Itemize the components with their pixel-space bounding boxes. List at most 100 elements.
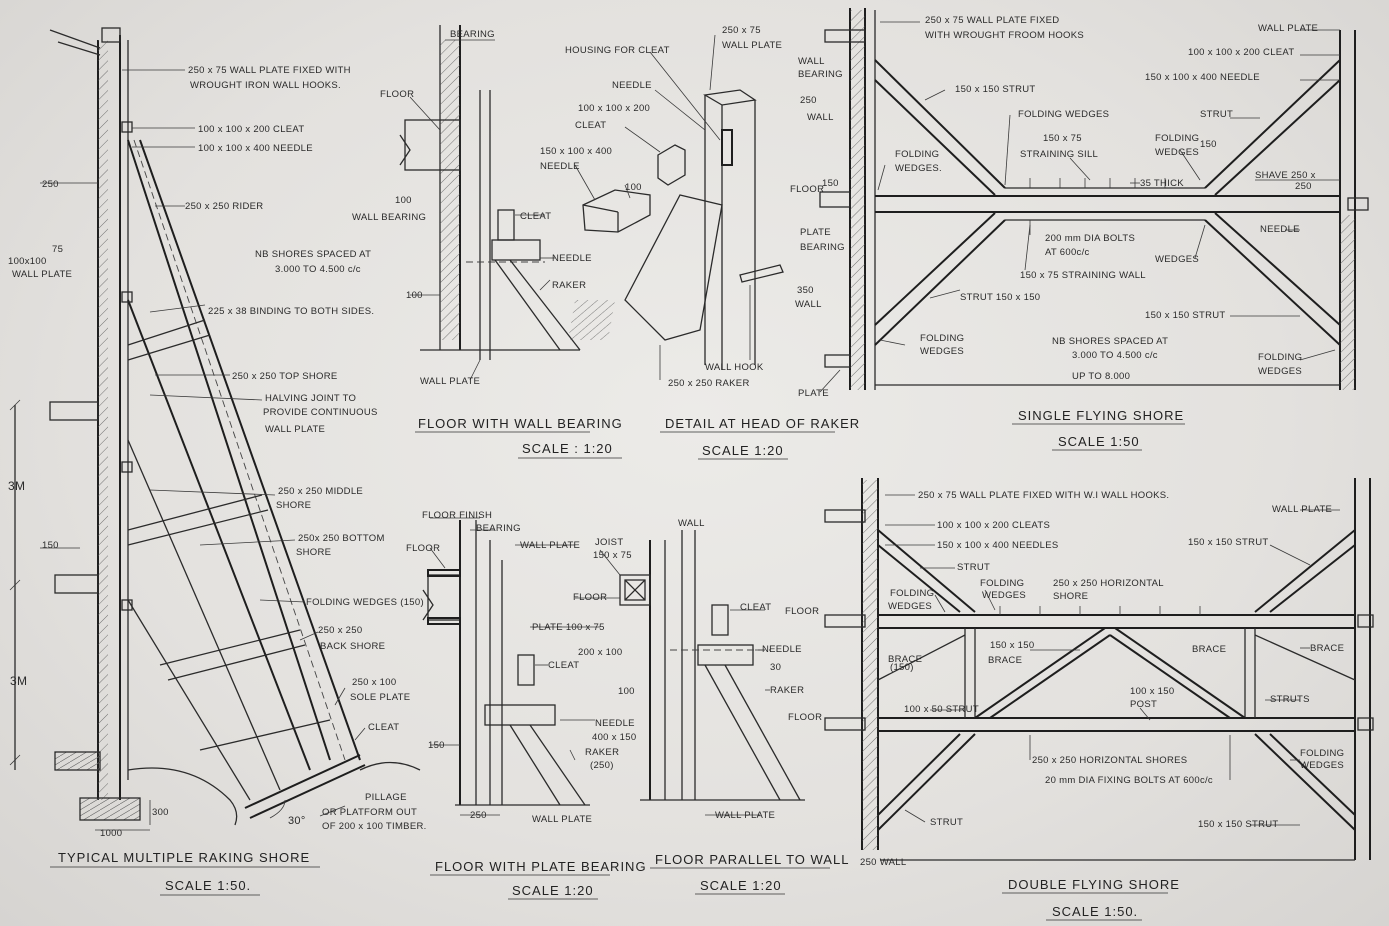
sfs-plate: PLATE [800, 227, 831, 238]
raking-middle-1: 250 x 250 MIDDLE [278, 486, 363, 497]
raking-scale: SCALE 1:50. [165, 878, 251, 893]
sfs-folding-l-1: FOLDING [895, 149, 939, 160]
sfs-bolts-1: 200 mm DIA BOLTS [1045, 233, 1135, 244]
raking-halving-2: PROVIDE CONTINUOUS [263, 407, 378, 418]
dfs-strut-l: 100 x 50 STRUT [904, 704, 979, 715]
sfs-strut-top: 150 x 150 STRUT [955, 84, 1036, 95]
raking-middle-2: SHORE [276, 500, 311, 511]
dfs-brace-r: BRACE [1192, 644, 1226, 655]
raking-nb-1: NB SHORES SPACED AT [255, 249, 371, 260]
sfs-folding-bl-1: FOLDING [920, 333, 964, 344]
sfs-plate-b: PLATE [798, 388, 829, 399]
sfs-nb-2: 3.000 TO 4.500 c/c [1072, 350, 1158, 361]
raking-sole-1: 250 x 100 [352, 677, 396, 688]
raking-pillage: PILLAGE [365, 792, 407, 803]
raking-angle: 30° [288, 815, 306, 827]
fpw-scale: SCALE 1:20 [700, 878, 782, 893]
raking-back-1: 250 x 250 [318, 625, 362, 636]
double-flying-shore-drawing [824, 478, 1374, 861]
sfs-shave-2: 250 [1295, 181, 1312, 192]
hr-needle-size: 150 x 100 x 400 [540, 146, 612, 157]
fwb-floor: FLOOR [380, 89, 414, 100]
fwb-scale: SCALE : 1:20 [522, 441, 613, 456]
head-of-raker-drawing [568, 34, 784, 380]
dfs-plate-fixed: 250 x 75 WALL PLATE FIXED WITH W.I WALL … [918, 490, 1169, 501]
hr-needle-2: NEEDLE [540, 161, 580, 172]
raking-bottom-1: 250x 250 BOTTOM [298, 533, 385, 544]
hr-needle: NEEDLE [612, 80, 652, 91]
raking-needle-label: 100 x 100 x 400 NEEDLE [198, 143, 313, 154]
dfs-strut: STRUT [957, 562, 990, 573]
raking-cleat-2: CLEAT [368, 722, 399, 733]
fpb-plate: PLATE 100 x 75 [532, 622, 605, 633]
fpb-floor-finish: FLOOR FINISH [422, 510, 492, 521]
single-flying-shore-drawing [819, 8, 1369, 393]
sfs-wall-350: WALL [795, 299, 822, 310]
raking-dim-1000: 1000 [100, 828, 122, 839]
raking-dim-75: 75 [52, 244, 63, 255]
sfs-folding-r-1: FOLDING [1155, 133, 1199, 144]
fwb-bearing: BEARING [450, 29, 495, 40]
dfs-strut-br: 150 x 150 STRUT [1198, 819, 1279, 830]
raking-dim-3m-a: 3M [8, 479, 25, 493]
fpw-floor: FLOOR [573, 592, 607, 603]
fpw-dim-30: 30 [770, 662, 781, 673]
sfs-scale: SCALE 1:50 [1058, 434, 1140, 449]
fpw-joist-1: JOIST [595, 537, 623, 548]
raking-halving-3: WALL PLATE [265, 424, 325, 435]
raking-platform-2: OF 200 x 100 TIMBER. [322, 821, 427, 832]
raking-folding-label: FOLDING WEDGES (150) [306, 597, 424, 608]
sfs-plate-fixed-2: WITH WROUGHT FROOM HOOKS [925, 30, 1084, 41]
sfs-needle-r: 150 x 100 x 400 NEEDLE [1145, 72, 1260, 83]
fpb-needle-1: NEEDLE [595, 718, 635, 729]
fpb-wall-plate: WALL PLATE [520, 540, 580, 551]
dfs-folding-m-1: FOLDING [980, 578, 1024, 589]
dfs-post-2: POST [1130, 699, 1157, 710]
raking-wallplate-word: WALL PLATE [12, 269, 72, 280]
fpb-title: FLOOR WITH PLATE BEARING [435, 859, 647, 874]
raking-dim-250: 250 [42, 179, 59, 190]
hr-scale: SCALE 1:20 [702, 443, 784, 458]
sfs-straining-sill: STRAINING SILL [1020, 149, 1098, 160]
fpw-floor-r: FLOOR [785, 606, 819, 617]
fpb-floor: FLOOR [406, 543, 440, 554]
sfs-floor: FLOOR [790, 184, 824, 195]
raking-nb-2: 3.000 TO 4.500 c/c [275, 264, 361, 275]
raking-title: TYPICAL MULTIPLE RAKING SHORE [58, 850, 310, 865]
fpw-dim-200: 200 x 100 [578, 647, 622, 658]
raking-shore-drawing [9, 27, 421, 831]
fwb-wall-bearing: WALL BEARING [352, 212, 426, 223]
sfs-wall-250: WALL [807, 112, 834, 123]
raking-wall-plate-label: 250 x 75 WALL PLATE FIXED WITH [188, 65, 351, 76]
hr-wallplate-size: 250 x 75 [722, 25, 761, 36]
fwb-dim-100b: 100 [406, 290, 423, 301]
hr-housing: HOUSING FOR CLEAT [565, 45, 670, 56]
fwb-raker: RAKER [552, 280, 586, 291]
sfs-dim-250: 250 [800, 95, 817, 106]
sfs-straining-wall: 150 x 75 STRAINING WALL [1020, 270, 1146, 281]
fpw-raker: RAKER [770, 685, 804, 696]
raking-binding-label: 225 x 38 BINDING TO BOTH SIDES. [208, 306, 374, 317]
fpb-needle-2: 400 x 150 [592, 732, 636, 743]
sfs-folding-br-1: FOLDING [1258, 352, 1302, 363]
raking-sole-2: SOLE PLATE [350, 692, 410, 703]
dfs-folding-r-2: WEDGES [1300, 760, 1344, 771]
sfs-folding-wedges: FOLDING WEDGES [1018, 109, 1109, 120]
dfs-strut-b: STRUT [930, 817, 963, 828]
fpw-wall: WALL [678, 518, 705, 529]
raking-halving-1: HALVING JOINT TO [265, 393, 356, 404]
raking-bottom-2: SHORE [296, 547, 331, 558]
dfs-strut-r: 150 x 150 STRUT [1188, 537, 1269, 548]
dfs-horiz-1: 250 x 250 HORIZONTAL [1053, 578, 1164, 589]
sfs-shave-1: SHAVE 250 x [1255, 170, 1316, 181]
sfs-folding-r-2: WEDGES [1155, 147, 1199, 158]
sfs-wall-bearing-2: BEARING [798, 69, 843, 80]
fpb-dim-150: 150 [428, 740, 445, 751]
sfs-dim-350: 350 [797, 285, 814, 296]
fpw-dim-100: 100 [618, 686, 635, 697]
dfs-brace-l-2: (150) [890, 662, 914, 673]
sfs-wedges: WEDGES [1155, 254, 1199, 265]
raking-rider-label: 250 x 250 RIDER [185, 201, 263, 212]
